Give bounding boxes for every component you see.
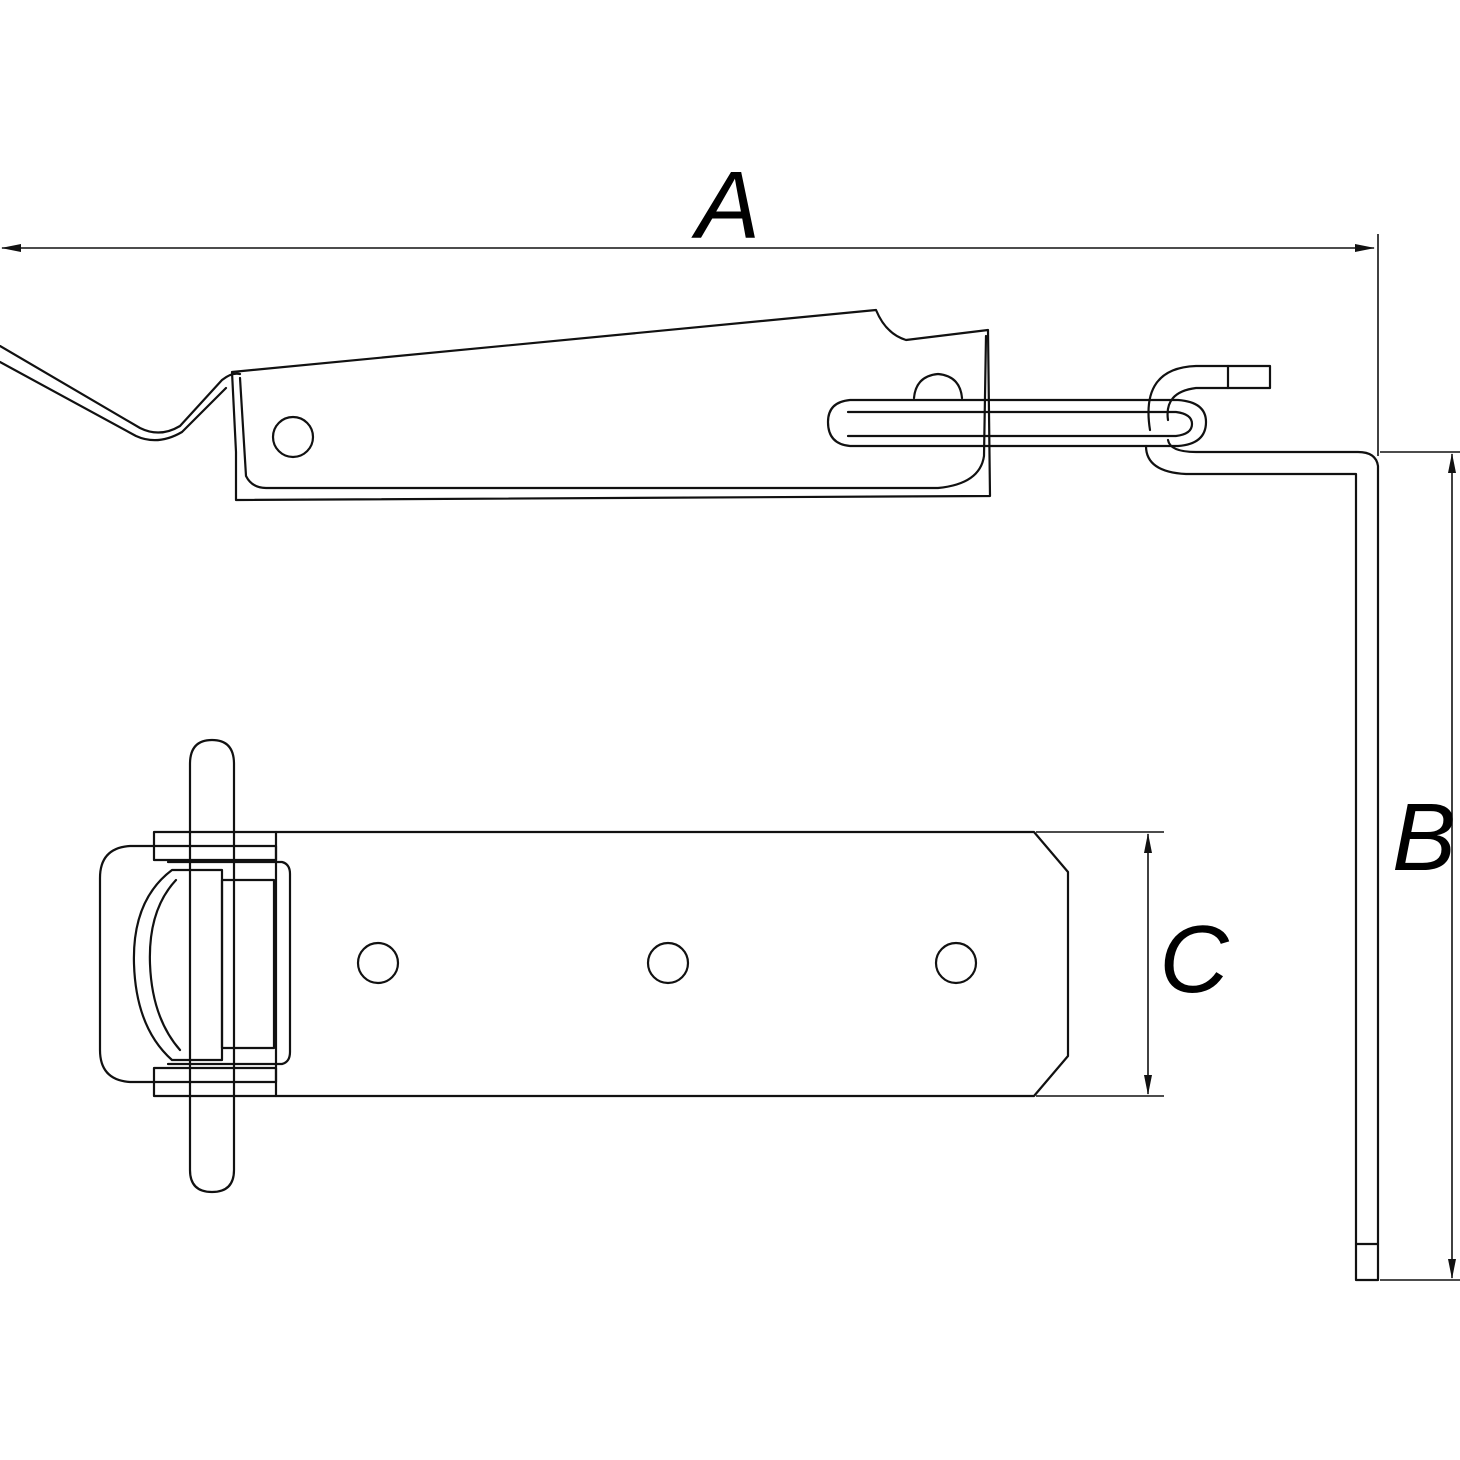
hasp-screw-hole (271, 415, 315, 459)
plate-screw-hole-3 (934, 941, 978, 985)
staple-hook-top (1147, 364, 1272, 432)
dimension-b-label: B (1392, 784, 1456, 891)
staple-side-view (1144, 364, 1380, 1282)
hasp-lead-in-arm-inner (0, 360, 228, 442)
staple-front-view (98, 738, 1070, 1194)
staple-plate-outline (274, 830, 1070, 1098)
staple-loop-inner (846, 410, 1194, 438)
dimension-c-label: C (1159, 906, 1229, 1013)
latch-frame (220, 878, 276, 1050)
plate-screw-hole-2 (646, 941, 690, 985)
hinge-housing (98, 844, 278, 1084)
dimension-c: C (1036, 831, 1229, 1097)
staple-hook-bottom (1144, 438, 1380, 1282)
hinge-housing-inner (166, 860, 292, 1066)
hasp-lead-in-arm (0, 344, 242, 434)
hinge-pin (188, 738, 236, 1194)
plate-screw-hole-1 (356, 941, 400, 985)
hasp-hinge-eye (912, 372, 964, 400)
dimension-b: B (1380, 451, 1460, 1281)
dimension-a: A (1, 152, 1379, 456)
hasp-side-view (0, 308, 1208, 502)
staple-loop (826, 398, 1208, 448)
hasp-body-inner-edge (238, 334, 988, 490)
spring-clip (132, 868, 224, 1062)
hasp-body-outline (230, 308, 992, 502)
dimension-a-label: A (691, 152, 760, 259)
spring-clip-inner (148, 878, 182, 1052)
